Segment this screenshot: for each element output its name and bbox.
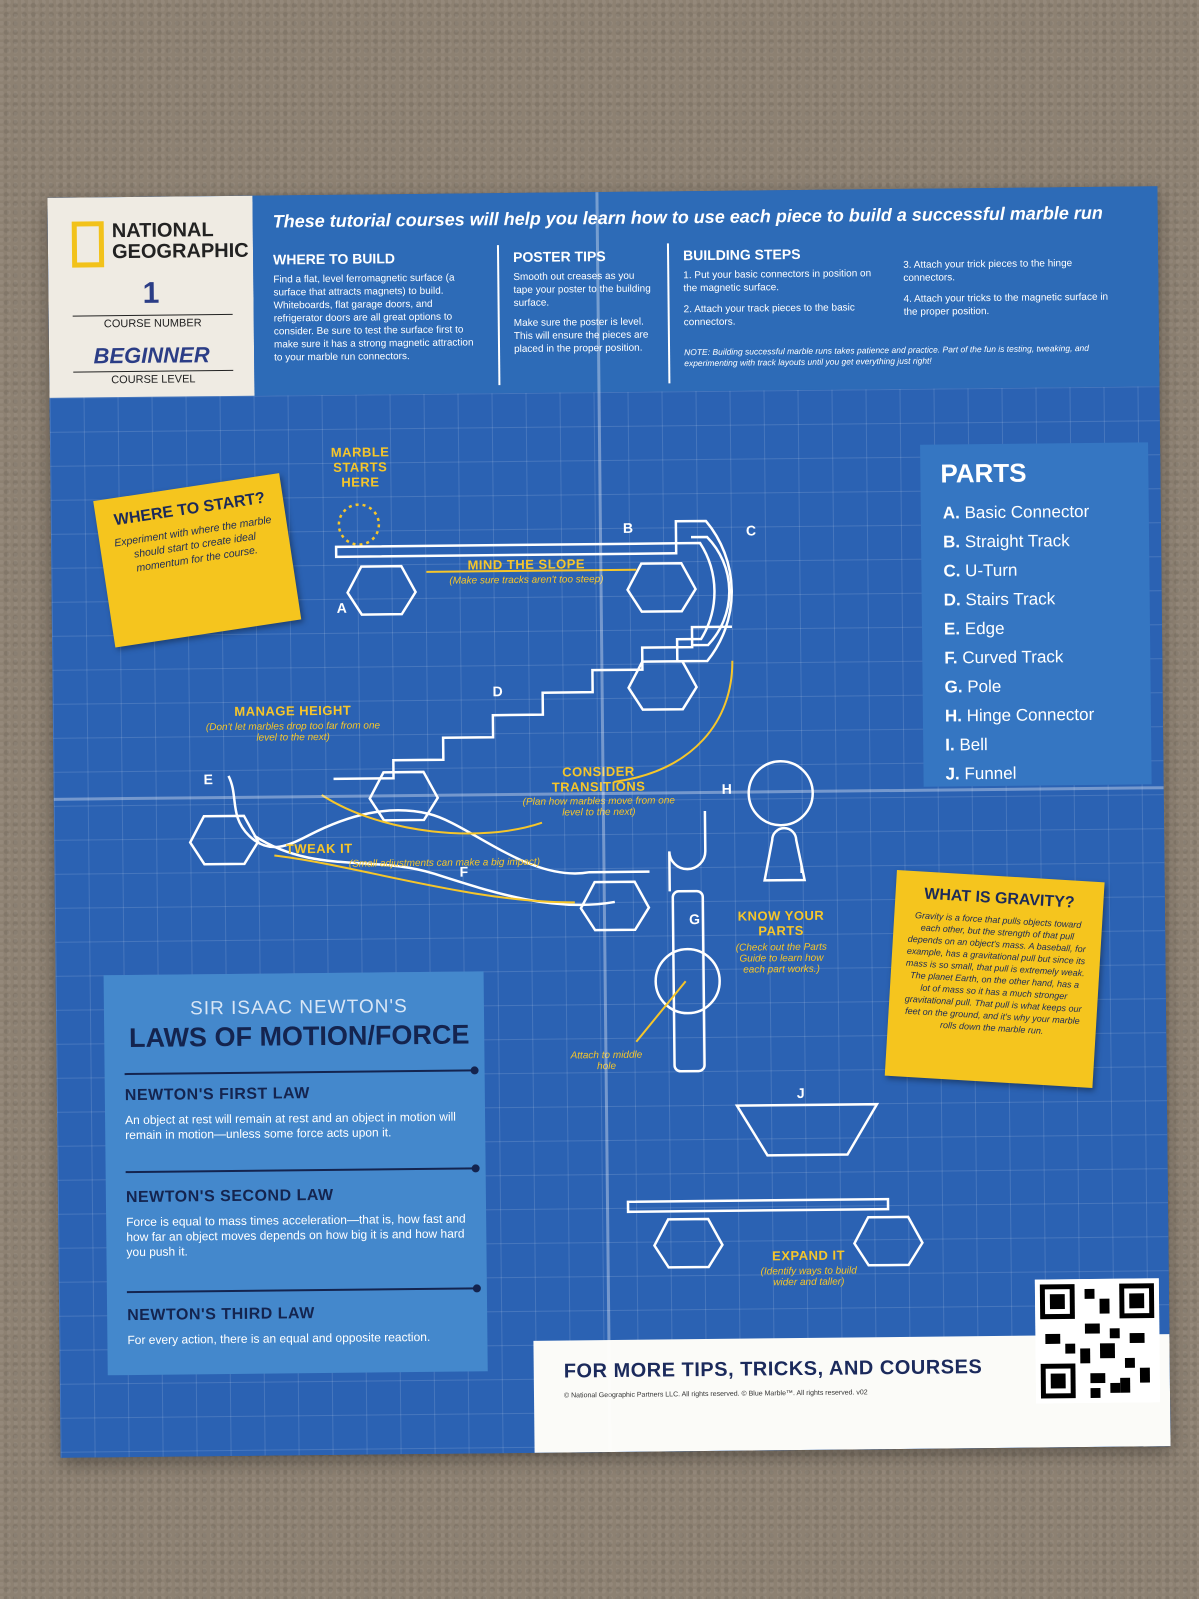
- expand-it-label: EXPAND IT: [772, 1247, 846, 1264]
- basic-connector-3: [627, 659, 699, 711]
- part-item: H. Hinge Connector: [944, 704, 1095, 726]
- manage-height-note: (Don't let marbles drop too far from one…: [205, 720, 381, 744]
- marble-run-diagram: [188, 503, 924, 1269]
- newton-title: LAWS OF MOTION/FORCE: [128, 1019, 470, 1054]
- part-item: E. Edge: [943, 618, 1005, 639]
- basic-connector-8: [852, 1215, 924, 1267]
- part-item: I. Bell: [945, 735, 988, 755]
- part-label-f: F: [459, 863, 469, 880]
- straight-track-top: [334, 542, 678, 559]
- part-label-a: A: [336, 599, 347, 616]
- basic-connector-6: [579, 880, 651, 932]
- tweak-it-note: (Small adjustments can make a big impact…: [348, 856, 541, 870]
- second-law-body: Force is equal to mass times acceleratio…: [126, 1211, 466, 1260]
- marble-run-poster: NATIONAL GEOGRAPHIC 1 COURSE NUMBER BEGI…: [47, 186, 1171, 1458]
- first-law-title: NEWTON'S FIRST LAW: [124, 1085, 310, 1105]
- attach-line: [635, 980, 687, 1043]
- basic-connector-5: [188, 814, 260, 866]
- basic-connector-2: [626, 561, 698, 613]
- first-law-body: An object at rest will remain at rest an…: [125, 1109, 456, 1143]
- part-label-b: B: [622, 519, 634, 536]
- part-item: B. Straight Track: [942, 531, 1070, 552]
- consider-transitions-label: CONSIDER TRANSITIONS: [551, 763, 646, 795]
- tweak-line: [274, 854, 575, 904]
- mind-slope-label: MIND THE SLOPE: [467, 556, 586, 573]
- marble-start-marker: [337, 503, 381, 546]
- third-law-body: For every action, there is an equal and …: [127, 1329, 431, 1348]
- hinge-connector-lower: [654, 947, 721, 1015]
- know-parts-label: KNOW YOUR PARTS: [737, 907, 825, 939]
- law-divider: [126, 1287, 477, 1294]
- basic-connector-7: [652, 1217, 724, 1269]
- know-parts-note: (Check out the Parts Guide to learn how …: [735, 941, 827, 976]
- straight-track-bottom: [626, 1197, 890, 1214]
- part-label-g: G: [688, 911, 700, 928]
- part-label-e: E: [203, 771, 213, 788]
- law-divider: [125, 1167, 476, 1174]
- hinge-connector-upper: [747, 759, 814, 827]
- part-item: J. Funnel: [945, 763, 1017, 784]
- second-law-title: NEWTON'S SECOND LAW: [125, 1186, 334, 1207]
- part-item: G. Pole: [944, 676, 1002, 697]
- parts-list: PARTS A. Basic Connector B. Straight Tra…: [920, 442, 1152, 789]
- pole: [671, 889, 706, 1073]
- footer-title: FOR MORE TIPS, TRICKS, AND COURSES: [563, 1356, 983, 1383]
- qr-code-icon[interactable]: [1034, 1278, 1161, 1404]
- transition-line: [613, 660, 734, 783]
- part-item: C. U-Turn: [943, 560, 1018, 581]
- hook-top: [668, 810, 707, 892]
- third-law-title: NEWTON'S THIRD LAW: [127, 1305, 315, 1325]
- part-item: F. Curved Track: [944, 647, 1064, 668]
- slope-arrow: [426, 568, 637, 573]
- part-label-i: I: [799, 859, 804, 877]
- height-line: [321, 794, 543, 835]
- parts-items: A. Basic Connector B. Straight Track C. …: [943, 497, 1095, 789]
- tweak-it-label: TWEAK IT: [285, 840, 353, 857]
- basic-connector-4: [368, 770, 440, 822]
- part-item: D. Stairs Track: [943, 589, 1056, 610]
- part-label-j: J: [796, 1084, 805, 1102]
- basic-connector-1: [346, 564, 418, 616]
- stairs-track: [333, 625, 732, 781]
- bell: [763, 826, 807, 882]
- parts-title: PARTS: [940, 457, 1027, 489]
- edge-track: [227, 775, 650, 875]
- newton-pre-title: SIR ISAAC NEWTON'S: [189, 996, 408, 1020]
- part-item: A. Basic Connector: [942, 501, 1090, 523]
- law-divider: [124, 1069, 475, 1076]
- expand-it-note: (Identify ways to build wider and taller…: [760, 1265, 857, 1289]
- u-turn-inner: [691, 535, 731, 647]
- marble-starts-label: MARBLE STARTS HERE: [330, 444, 390, 490]
- consider-transitions-note: (Plan how marbles move from one level to…: [522, 795, 675, 819]
- part-label-c: C: [745, 522, 757, 539]
- u-turn-piece: [674, 519, 733, 663]
- part-label-d: D: [492, 683, 503, 700]
- part-label-h: H: [721, 780, 732, 797]
- curved-track: [253, 834, 616, 907]
- manage-height-label: MANAGE HEIGHT: [234, 702, 352, 719]
- where-to-start-note: WHERE TO START? Experiment with where th…: [93, 473, 302, 648]
- funnel: [734, 1102, 880, 1157]
- newton-laws-panel: SIR ISAAC NEWTON'S LAWS OF MOTION/FORCE …: [103, 971, 488, 1376]
- what-is-gravity-note: WHAT IS GRAVITY? Gravity is a force that…: [884, 869, 1105, 1088]
